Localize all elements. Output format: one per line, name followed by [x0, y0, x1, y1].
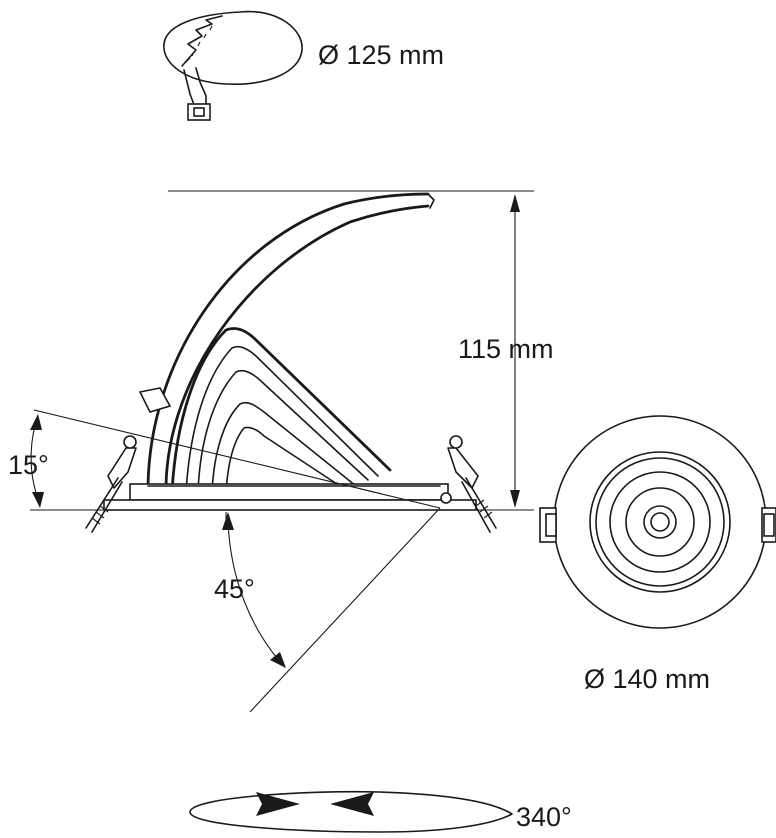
luminaire-front-view — [539, 415, 776, 629]
height-label: 115 mm — [458, 334, 554, 364]
tilt-down-label: 45° — [214, 574, 255, 604]
outer-diameter-label: Ø 140 mm — [584, 664, 710, 694]
tilt-up-dimension — [30, 409, 441, 511]
luminaire-side-view — [85, 190, 534, 533]
tilt-down-dimension — [222, 507, 441, 713]
tilt-up-label: 15° — [8, 450, 49, 480]
cutout-spring-icon — [163, 10, 303, 121]
rotation-label: 340° — [516, 802, 572, 832]
rotation-arrows-icon — [189, 790, 513, 833]
cutout-diameter-label: Ø 125 mm — [318, 40, 444, 70]
height-dimension — [476, 194, 534, 511]
